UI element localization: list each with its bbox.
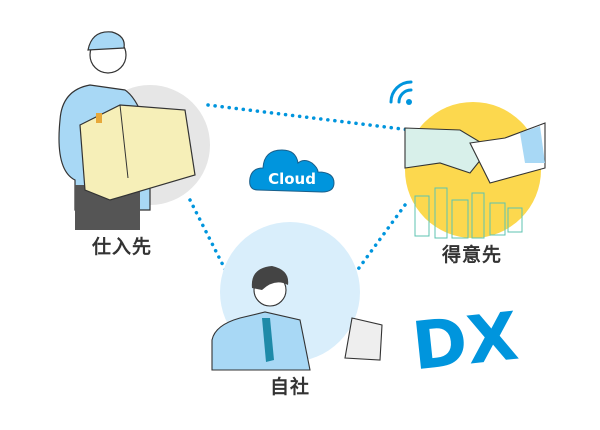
customer-illustration	[404, 102, 546, 239]
supplier-illustration	[58, 31, 210, 230]
customer-label: 得意先	[441, 244, 503, 266]
monitor-icon	[344, 317, 383, 361]
cloud-icon: Cloud	[249, 149, 335, 193]
company-illustration	[200, 222, 383, 382]
cloud-label: Cloud	[268, 170, 316, 188]
company-label: 自社	[269, 376, 311, 398]
supplier-label: 仕入先	[91, 236, 153, 258]
wifi-icon	[389, 80, 413, 105]
line-supplier-customer	[206, 103, 412, 132]
line-customer-company	[346, 203, 407, 285]
dx-logo: DX	[409, 298, 522, 386]
